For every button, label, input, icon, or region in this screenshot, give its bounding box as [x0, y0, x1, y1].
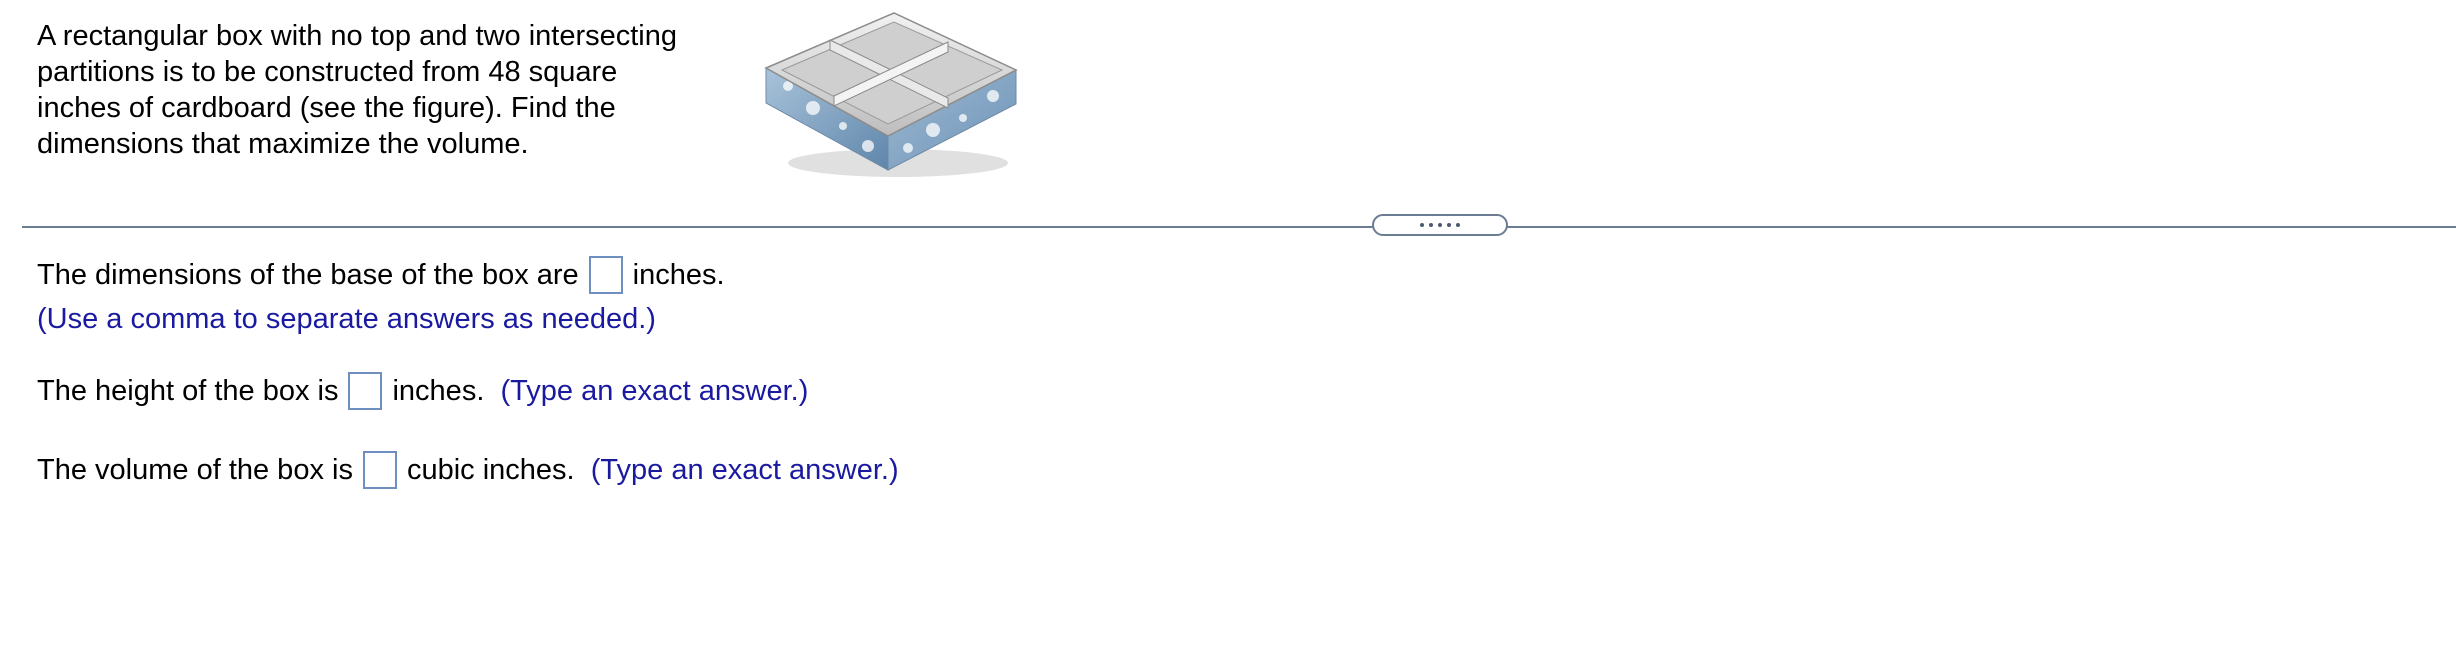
volume-suffix: cubic inches. — [406, 454, 575, 486]
height-input[interactable] — [348, 372, 383, 410]
volume-hint: (Type an exact answer.) — [590, 454, 899, 486]
height-prefix: The height of the box is — [37, 375, 339, 407]
problem-statement: A rectangular box with no top and two in… — [37, 18, 707, 162]
expand-dot — [1429, 223, 1433, 227]
volume-row: The volume of the box is cubic inches. (… — [37, 451, 899, 489]
expand-dot — [1438, 223, 1442, 227]
base-dimensions-row: The dimensions of the base of the box ar… — [37, 256, 725, 294]
problem-line: A rectangular box with no top and two in… — [37, 20, 677, 52]
height-row: The height of the box is inches. (Type a… — [37, 372, 808, 410]
base-dimensions-prefix: The dimensions of the base of the box ar… — [37, 259, 579, 291]
expand-dot — [1447, 223, 1451, 227]
problem-line: dimensions that maximize the volume. — [37, 128, 529, 160]
expand-toggle-button[interactable] — [1372, 214, 1508, 236]
base-dimensions-suffix: inches. — [632, 259, 725, 291]
problem-line: inches of cardboard (see the figure). Fi… — [37, 92, 616, 124]
volume-input[interactable] — [362, 451, 397, 489]
volume-prefix: The volume of the box is — [37, 454, 353, 486]
problem-line: partitions is to be constructed from 48 … — [37, 56, 618, 88]
height-suffix: inches. — [392, 375, 485, 407]
expand-dot — [1456, 223, 1460, 227]
base-dimensions-input[interactable] — [588, 256, 623, 294]
expand-dot — [1420, 223, 1424, 227]
section-divider — [22, 226, 2456, 228]
base-dimensions-hint: (Use a comma to separate answers as need… — [37, 303, 656, 335]
height-hint: (Type an exact answer.) — [500, 375, 809, 407]
partitioned-box-illustration — [764, 12, 1018, 177]
